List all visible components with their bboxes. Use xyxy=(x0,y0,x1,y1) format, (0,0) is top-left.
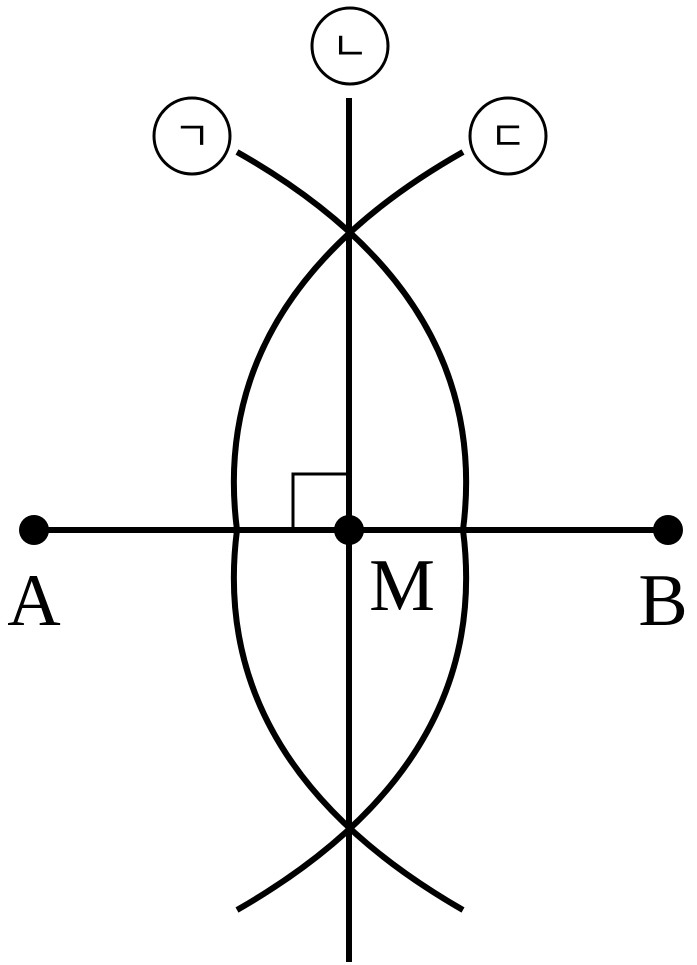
arc-from-a xyxy=(235,149,470,913)
step-marker-3: ㄷ xyxy=(468,96,548,176)
point-a xyxy=(19,515,49,545)
step-marker-1-text: ㄱ xyxy=(174,114,211,160)
point-m xyxy=(334,515,364,545)
point-b xyxy=(653,515,683,545)
label-b: B xyxy=(638,560,687,642)
step-marker-1: ㄱ xyxy=(152,96,232,176)
right-angle-marker xyxy=(291,472,349,530)
step-marker-2-text: ㄴ xyxy=(332,24,369,70)
step-marker-3-text: ㄷ xyxy=(490,114,527,160)
label-m: M xyxy=(369,545,435,627)
arc-from-b xyxy=(230,149,465,913)
label-a: A xyxy=(7,560,60,642)
step-marker-2: ㄴ xyxy=(310,6,390,86)
